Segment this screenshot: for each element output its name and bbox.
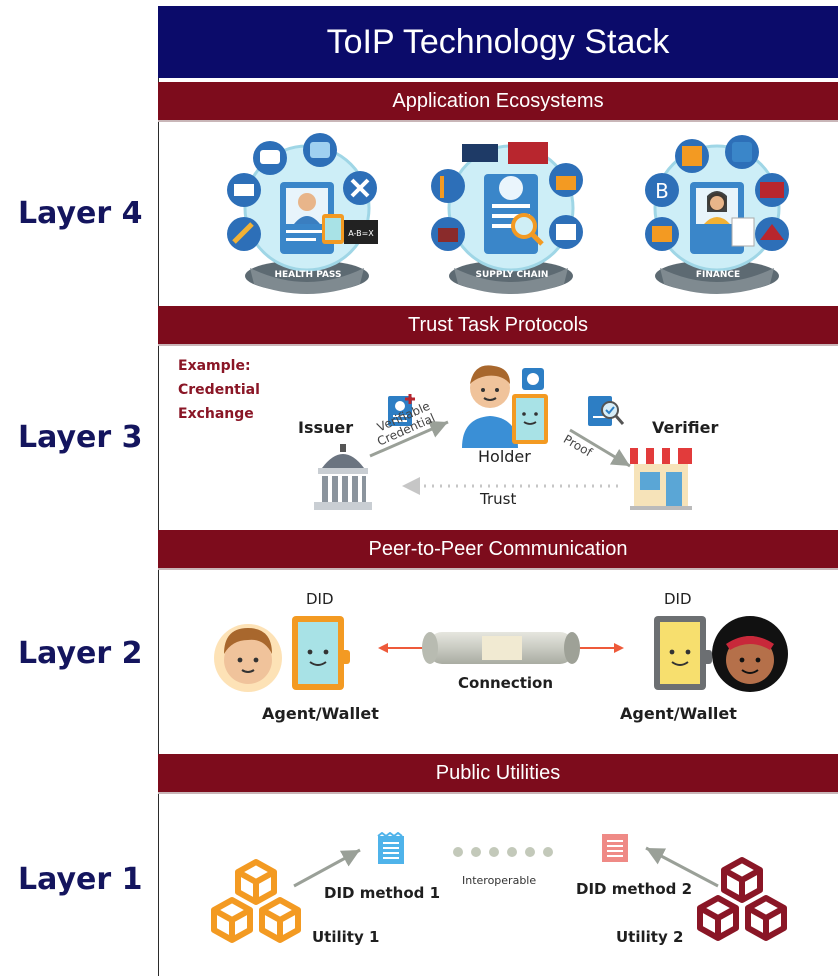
agent-wallet-left-label: Agent/Wallet [262, 704, 379, 723]
interoperable-dots [453, 847, 553, 857]
did-method-2-document-icon [602, 834, 628, 862]
svg-text:A-B=X: A-B=X [348, 229, 374, 238]
band-divider [158, 792, 838, 794]
supply-chain-globe-icon [431, 142, 583, 294]
store-icon [630, 448, 692, 510]
blockchain-cubes-icon [211, 859, 301, 943]
holder-label: Holder [478, 447, 531, 466]
globe-label-supply-chain: SUPPLY CHAIN [475, 270, 549, 280]
utility-link-arrows [293, 846, 719, 888]
document-icon [388, 394, 415, 426]
did-method-1-document-icon [377, 832, 404, 864]
verifier-label: Verifier [652, 418, 719, 437]
connection-tube-icon [378, 632, 624, 664]
band-application-ecosystems: Application Ecosystems [158, 82, 838, 120]
layer-2-label: Layer 2 [18, 636, 143, 671]
band-divider [158, 120, 838, 122]
health-pass-globe-icon: A-B=X [227, 133, 378, 294]
trust-label: Trust [480, 490, 517, 508]
document-icon [588, 396, 625, 426]
globe-label-finance: FINANCE [695, 270, 741, 280]
band-divider [158, 568, 838, 570]
example-line-1: Example: [178, 358, 251, 374]
layer-4-label: Layer 4 [18, 196, 143, 231]
interoperable-label: Interoperable [462, 874, 537, 887]
did-method-1-label: DID method 1 [324, 884, 441, 902]
stack-title: ToIP Technology Stack [158, 6, 838, 78]
person-with-wallet-icon [462, 365, 548, 448]
connection-label: Connection [458, 674, 554, 692]
agent-wallet-right-label: Agent/Wallet [620, 704, 737, 723]
avatar-icon [214, 624, 282, 692]
did-method-2-label: DID method 2 [576, 880, 693, 898]
credential-flow-arrows [369, 420, 631, 495]
blockchain-cubes-icon [697, 857, 787, 941]
layer-3-label: Layer 3 [18, 420, 143, 455]
utility-2-label: Utility 2 [616, 928, 684, 946]
example-label: Example: Credential Exchange [178, 354, 260, 426]
government-building-icon [314, 444, 372, 510]
did-left-label: DID [306, 590, 334, 608]
band-trust-task-protocols: Trust Task Protocols [158, 306, 838, 344]
svg-text:B: B [655, 179, 669, 203]
globe-label-health-pass: HEALTH PASS [274, 270, 342, 280]
avatar-icon [712, 616, 788, 692]
band-public-utilities: Public Utilities [158, 754, 838, 792]
issuer-label: Issuer [298, 418, 354, 437]
layer-1-label: Layer 1 [18, 862, 143, 897]
did-right-label: DID [664, 590, 692, 608]
wallet-icon [292, 616, 350, 690]
finance-globe-icon: B [645, 135, 789, 294]
band-peer-to-peer: Peer-to-Peer Communication [158, 530, 838, 568]
example-line-2: Credential [178, 382, 260, 398]
utility-1-label: Utility 1 [312, 928, 380, 946]
wallet-icon [654, 616, 712, 690]
example-line-3: Exchange [178, 406, 254, 422]
band-divider [158, 344, 838, 346]
